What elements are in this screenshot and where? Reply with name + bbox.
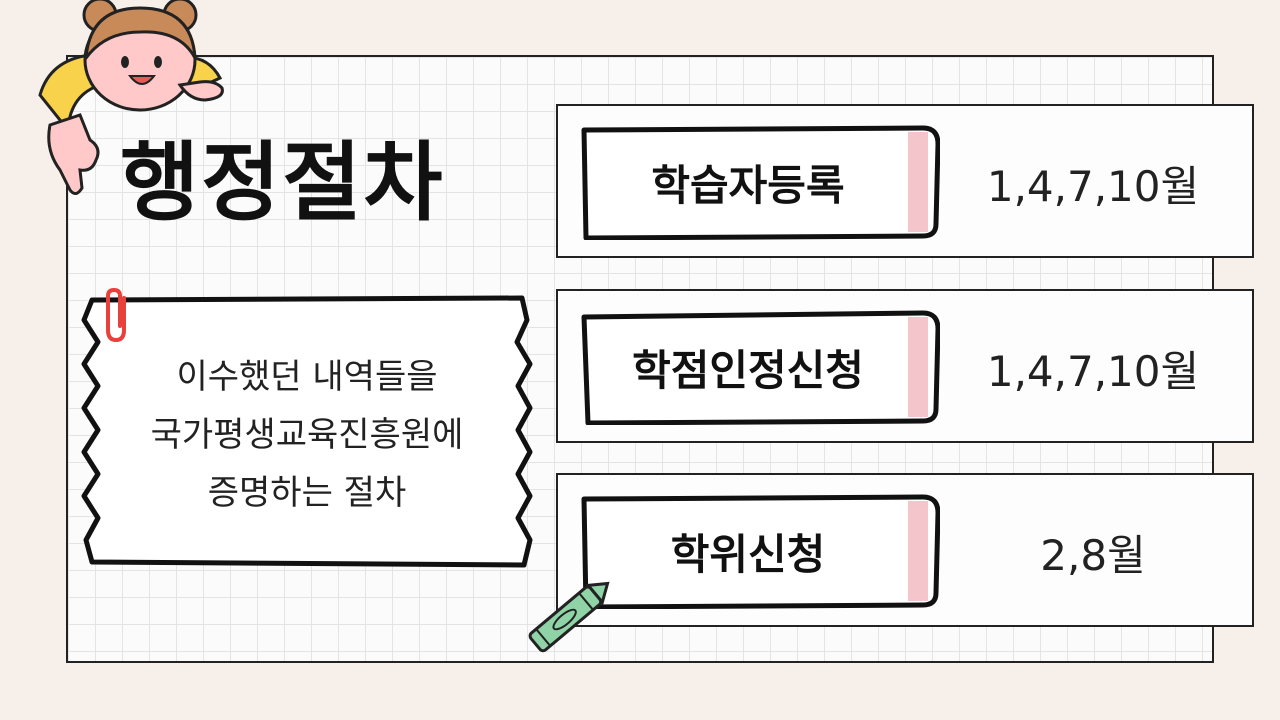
procedure-label: 학습자등록 bbox=[651, 160, 845, 210]
wavy-frame bbox=[81, 295, 533, 568]
procedure-months: 2,8월 bbox=[1040, 530, 1146, 580]
procedure-card: 학위신청 2,8월 bbox=[556, 473, 1254, 627]
page-title: 행정절차 bbox=[120, 133, 445, 233]
procedure-label-box: 학습자등록 bbox=[578, 124, 940, 240]
procedure-months: 1,4,7,10월 bbox=[986, 346, 1200, 396]
note-line: 증명하는 절차 bbox=[207, 473, 407, 513]
procedure-label: 학점인정신청 bbox=[632, 345, 864, 395]
note-line: 이수했던 내역들을 bbox=[176, 357, 438, 397]
note-line: 국가평생교육진흥원에 bbox=[150, 415, 464, 455]
description-note: 이수했던 내역들을 국가평생교육진흥원에 증명하는 절차 bbox=[72, 290, 542, 575]
procedure-months: 1,4,7,10월 bbox=[986, 161, 1200, 211]
procedure-card: 학습자등록 1,4,7,10월 bbox=[556, 104, 1254, 258]
procedure-label: 학위신청 bbox=[670, 529, 826, 579]
green-crayon-icon bbox=[528, 581, 610, 653]
procedure-label-box: 학점인정신청 bbox=[578, 309, 940, 425]
paper-clip-icon bbox=[106, 287, 126, 343]
girl-character-icon bbox=[38, 0, 224, 195]
procedure-card: 학점인정신청 1,4,7,10월 bbox=[556, 289, 1254, 443]
procedure-label-box: 학위신청 bbox=[578, 493, 940, 609]
